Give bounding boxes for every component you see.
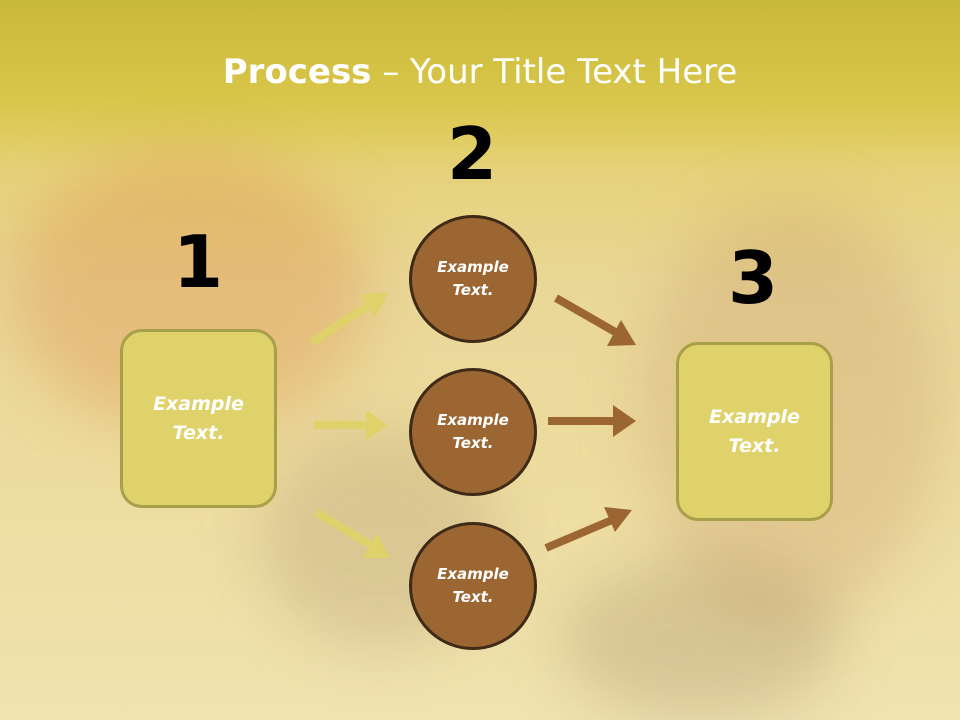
background-shadow <box>560 560 840 720</box>
step-2-label-bottom: Example Text. <box>437 565 509 606</box>
step-2-circle-bottom: Example Text. <box>409 522 537 650</box>
step-2-label-middle: Example Text. <box>437 411 509 452</box>
arrow-2-middle-to-3 <box>548 405 636 437</box>
arrow-2-top-to-3 <box>554 294 636 346</box>
step-1-box: Example Text. <box>120 329 277 508</box>
step-1-label: Example Text. <box>153 392 244 444</box>
arrow-1-to-2-bottom <box>313 508 390 558</box>
step-2-circle-middle: Example Text. <box>409 368 537 496</box>
title-rest: – Your Title Text Here <box>371 52 738 92</box>
step-number-1: 1 <box>172 220 224 304</box>
title-bold: Process <box>222 52 372 92</box>
step-2-label-top: Example Text. <box>437 258 509 299</box>
step-2-circle-top: Example Text. <box>409 215 537 343</box>
arrow-1-to-2-top <box>309 292 388 346</box>
step-number-2: 2 <box>446 112 498 196</box>
slide-title: Process – Your Title Text Here <box>0 52 960 92</box>
step-3-box: Example Text. <box>676 342 833 521</box>
step-number-3: 3 <box>727 236 779 320</box>
step-3-label: Example Text. <box>709 405 800 457</box>
arrow-1-to-2-middle <box>314 410 388 440</box>
arrow-2-bottom-to-3 <box>544 507 632 552</box>
